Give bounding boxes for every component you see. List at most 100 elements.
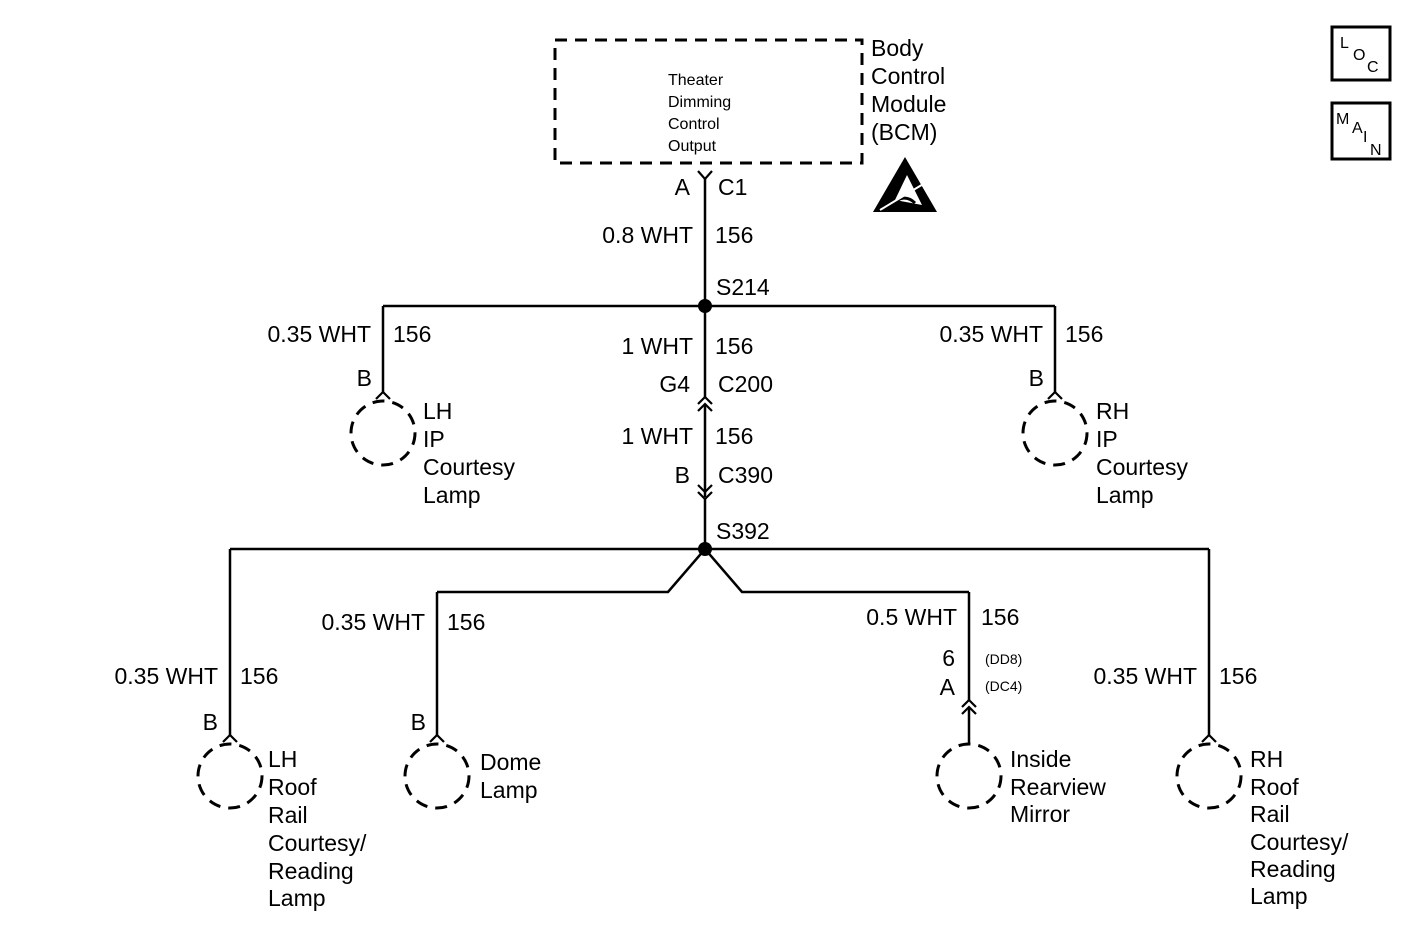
splice-s392: S392: [230, 518, 1209, 594]
rh-roof-label-1: RH: [1250, 746, 1283, 772]
rh-roof-label-2: Roof: [1250, 774, 1299, 800]
rh-ip-courtesy-lamp: B 0.35 WHT 156 RH IP Courtesy Lamp: [939, 306, 1189, 508]
lh-roof-label-1: LH: [268, 746, 297, 772]
rh-roof-label-6: Lamp: [1250, 883, 1308, 909]
dome-circuit: 156: [447, 609, 485, 635]
bcm-output-line-1: Theater: [668, 72, 724, 89]
dome-label-2: Lamp: [480, 777, 538, 803]
rh-roof-label-5: Reading: [1250, 856, 1336, 882]
dome-lamp: B 0.35 WHT 156 Dome Lamp: [321, 592, 541, 810]
rh-ip-pin: B: [1029, 365, 1044, 391]
bcm-output-line-2: Dimming: [668, 94, 731, 111]
bcm-name-line-2: Control: [871, 63, 945, 89]
lh-ip-label-3: Courtesy: [423, 454, 516, 480]
lh-ip-circuit: 156: [393, 321, 431, 347]
c200-lower-circuit: 156: [715, 423, 753, 449]
c200-pin: G4: [659, 371, 690, 397]
dome-pin: B: [411, 709, 426, 735]
rh-roof-rail-lamp: 0.35 WHT 156 RH Roof Rail Courtesy/ Read…: [1093, 549, 1349, 909]
main-letter-n: N: [1370, 142, 1382, 159]
mirror-pin-dc4: A: [940, 674, 956, 700]
lh-ip-lamp-symbol: [349, 399, 417, 467]
bcm-name-line-3: Module: [871, 91, 946, 117]
lh-ip-pin: B: [357, 365, 372, 391]
dome-label-1: Dome: [480, 749, 541, 775]
bcm-wire-gauge: 0.8 WHT: [602, 222, 693, 248]
mirror-label-2: Rearview: [1010, 774, 1106, 800]
inline-connectors: 1 WHT 156 G4 C200 1 WHT 156 B C390: [621, 333, 773, 549]
c200-upper-circuit: 156: [715, 333, 753, 359]
c1-pin: A: [675, 174, 691, 200]
mirror-pin-dd8: 6: [942, 645, 955, 671]
s392-label: S392: [716, 518, 770, 544]
bcm-name-line-1: Body: [871, 35, 924, 61]
rh-roof-circuit: 156: [1219, 663, 1257, 689]
esd-warning-icon: [873, 157, 937, 212]
loc-icon[interactable]: L O C: [1330, 25, 1392, 82]
c200-upper-gauge: 1 WHT: [621, 333, 693, 359]
main-letter-m: M: [1336, 111, 1349, 128]
inside-rearview-mirror: 0.5 WHT 156 6 (DD8) A (DC4) Inside Rearv…: [866, 592, 1106, 827]
c390-connector-symbol: [697, 484, 713, 494]
bcm-outline: [553, 38, 864, 165]
main-letter-a: A: [1352, 120, 1363, 137]
rh-roof-label-3: Rail: [1250, 801, 1290, 827]
lh-ip-label-2: IP: [423, 426, 445, 452]
rh-roof-label-4: Courtesy/: [1250, 829, 1349, 855]
bcm-output-line-3: Control: [668, 116, 720, 133]
main-letter-i: I: [1363, 129, 1367, 146]
lh-roof-gauge: 0.35 WHT: [114, 663, 218, 689]
lh-roof-rail-lamp: B 0.35 WHT 156 LH Roof Rail Courtesy/ Re…: [114, 549, 367, 911]
lh-roof-label-3: Rail: [268, 802, 308, 828]
loc-letter-l: L: [1340, 35, 1349, 52]
lh-roof-lamp-symbol: [196, 742, 264, 810]
lh-ip-courtesy-lamp: B 0.35 WHT 156 LH IP Courtesy Lamp: [267, 306, 516, 508]
c1-connector-label: C1: [718, 174, 747, 200]
c200-label: C200: [718, 371, 773, 397]
lh-roof-circuit: 156: [240, 663, 278, 689]
lh-ip-gauge: 0.35 WHT: [267, 321, 371, 347]
c200-lower-gauge: 1 WHT: [621, 423, 693, 449]
c1-connector-symbol: [697, 170, 713, 181]
rh-ip-label-4: Lamp: [1096, 482, 1154, 508]
lh-roof-pin: B: [203, 709, 218, 735]
bcm-output-line-4: Output: [668, 138, 717, 155]
bcm-trunk: A C1 0.8 WHT 156: [602, 170, 753, 397]
lh-roof-label-6: Lamp: [268, 885, 326, 911]
loc-letter-c: C: [1367, 59, 1379, 76]
c390-label: C390: [718, 462, 773, 488]
lh-roof-label-4: Courtesy/: [268, 830, 367, 856]
splice-s214: S214: [383, 274, 1055, 313]
rh-ip-gauge: 0.35 WHT: [939, 321, 1043, 347]
mirror-label-3: Mirror: [1010, 801, 1070, 827]
mirror-gauge: 0.5 WHT: [866, 604, 957, 630]
lh-roof-label-2: Roof: [268, 774, 317, 800]
bcm-wire-circuit: 156: [715, 222, 753, 248]
lh-roof-label-5: Reading: [268, 858, 354, 884]
mirror-circuit: 156: [981, 604, 1019, 630]
rh-roof-gauge: 0.35 WHT: [1093, 663, 1197, 689]
mirror-label-1: Inside: [1010, 746, 1071, 772]
bcm-name-line-4: (BCM): [871, 119, 937, 145]
lh-ip-label-4: Lamp: [423, 482, 481, 508]
loc-letter-o: O: [1353, 47, 1365, 64]
bcm-module: Theater Dimming Control Output Body Cont…: [553, 35, 946, 165]
c200-connector-symbol: [697, 395, 713, 405]
lh-ip-label-1: LH: [423, 398, 452, 424]
c390-pin: B: [675, 462, 690, 488]
rh-ip-lamp-symbol: [1021, 399, 1089, 467]
rh-ip-label-2: IP: [1096, 426, 1118, 452]
dome-gauge: 0.35 WHT: [321, 609, 425, 635]
rh-ip-circuit: 156: [1065, 321, 1103, 347]
mirror-option-dd8: (DD8): [985, 651, 1022, 667]
rh-ip-label-1: RH: [1096, 398, 1129, 424]
rh-ip-label-3: Courtesy: [1096, 454, 1189, 480]
mirror-option-dc4: (DC4): [985, 678, 1022, 694]
main-icon[interactable]: M A I N: [1330, 101, 1392, 161]
rh-roof-lamp-symbol: [1175, 742, 1243, 810]
s214-label: S214: [716, 274, 770, 300]
dome-lamp-symbol: [403, 742, 471, 810]
mirror-symbol: [935, 742, 1003, 810]
mirror-connector-symbol: [961, 698, 977, 708]
